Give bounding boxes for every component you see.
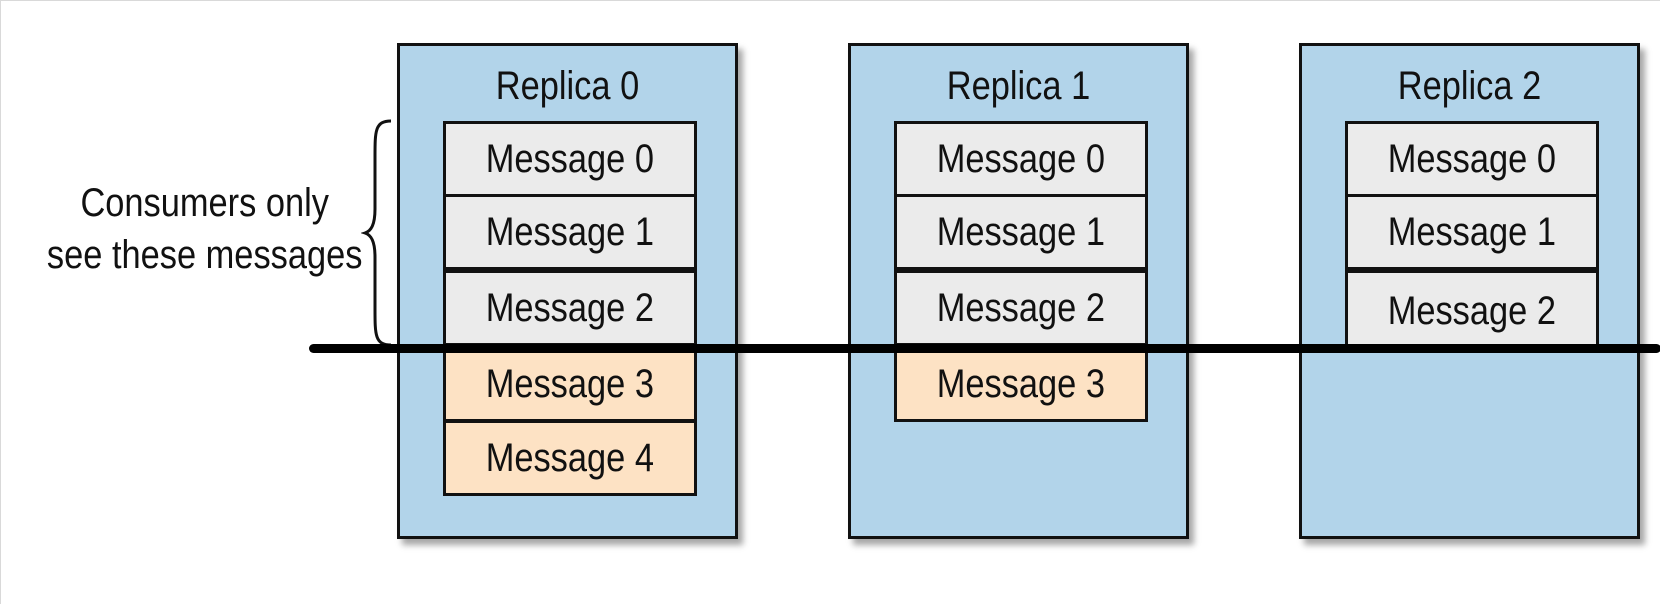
message-block: Message 1 — [443, 194, 697, 270]
message-block: Message 2 — [1345, 270, 1599, 350]
message-block: Message 4 — [443, 420, 697, 496]
caption-line-2: see these messages — [46, 233, 363, 277]
replica-title: Replica 0 — [495, 64, 640, 108]
curly-brace-icon — [361, 119, 392, 347]
message-block: Message 2 — [894, 270, 1148, 346]
message-block: Message 2 — [443, 270, 697, 346]
message-block: Message 0 — [894, 121, 1148, 197]
message-block: Message 0 — [443, 121, 697, 197]
message-block: Message 0 — [1345, 121, 1599, 197]
high-water-mark-line — [309, 344, 1660, 353]
message-block: Message 3 — [443, 346, 697, 422]
caption-line-1: Consumers only — [80, 181, 329, 225]
consumer-visibility-caption: Consumers only see these messages — [1, 177, 363, 281]
replica-box-2: Replica 2 Message 0 Message 1 Message 2 — [1299, 43, 1640, 539]
replica-box-0: Replica 0 Message 0 Message 1 Message 2 … — [397, 43, 738, 539]
message-block: Message 3 — [894, 346, 1148, 422]
replica-title: Replica 2 — [1397, 64, 1542, 108]
replica-box-1: Replica 1 Message 0 Message 1 Message 2 … — [848, 43, 1189, 539]
message-block: Message 1 — [894, 194, 1148, 270]
replica-title: Replica 1 — [946, 64, 1091, 108]
message-block: Message 1 — [1345, 194, 1599, 270]
